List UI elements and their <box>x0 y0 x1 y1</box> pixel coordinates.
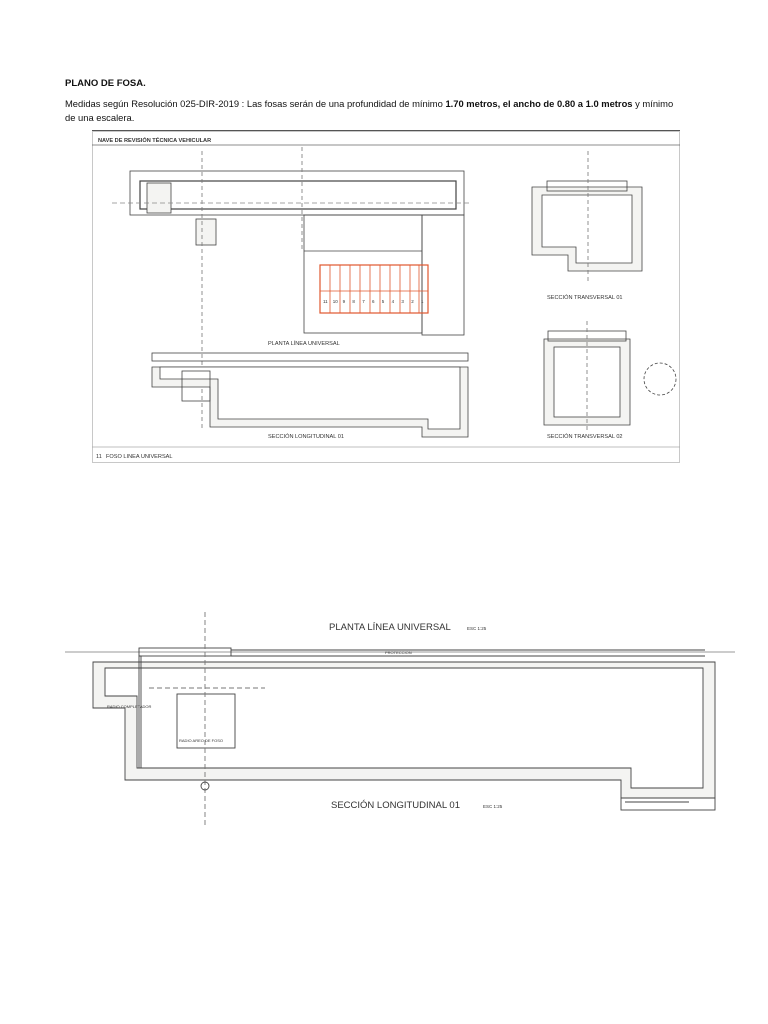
stair-number: 10 <box>333 299 339 304</box>
document-title: PLANO DE FOSA. <box>65 78 146 89</box>
stair-number: 6 <box>372 299 375 304</box>
label-foso: RADIO AREO DE FOSO <box>179 738 223 743</box>
stair-number: 7 <box>362 299 365 304</box>
sheet-trans-section-1: SECCIÓN TRANSVERSAL 01 <box>547 294 623 301</box>
stair-number: 3 <box>401 299 404 304</box>
stair-number: 4 <box>392 299 395 304</box>
stair-number: 1 <box>421 299 424 304</box>
document-paragraph: Medidas según Resolución 025-DIR-2019 : … <box>65 97 685 125</box>
stair-number: 9 <box>343 299 346 304</box>
plan-sheet-image: NAVE DE REVISIÓN TÉCNICA VEHICULAR PLANT… <box>92 130 680 463</box>
stair-number: 5 <box>382 299 385 304</box>
detail-plan-scale: ESC 1:25 <box>467 626 487 631</box>
stair-number: 8 <box>352 299 355 304</box>
paragraph-text-2: y mínimo de una escalera. <box>65 98 674 123</box>
detail-section-scale: ESC 1:25 <box>483 804 503 809</box>
paragraph-text-1: Medidas según Resolución 025-DIR-2019 : … <box>65 98 446 109</box>
sheet-trans-section-2: SECCIÓN TRANSVERSAL 02 <box>547 433 623 440</box>
sheet-plan-title: PLANTA LÍNEA UNIVERSAL <box>268 340 340 347</box>
sheet-footer-number: 11 <box>96 454 102 460</box>
section-detail-drawing: PLANTA LÍNEA UNIVERSAL ESC 1:25 SECCIÓN … <box>65 612 735 828</box>
section-detail-image: PLANTA LÍNEA UNIVERSAL ESC 1:25 SECCIÓN … <box>65 612 735 828</box>
sheet-header: NAVE DE REVISIÓN TÉCNICA VEHICULAR <box>98 136 211 144</box>
stair-number: 2 <box>411 299 414 304</box>
sheet-long-section-title: SECCIÓN LONGITUDINAL 01 <box>268 433 344 440</box>
paragraph-bold: 1.70 metros, el ancho de 0.80 a 1.0 metr… <box>445 98 633 109</box>
plan-sheet-drawing: NAVE DE REVISIÓN TÉCNICA VEHICULAR PLANT… <box>92 131 680 463</box>
detail-plan-title: PLANTA LÍNEA UNIVERSAL <box>329 622 451 633</box>
stair-number: 11 <box>323 299 328 304</box>
label-proteccion: PROTECCION <box>385 650 412 655</box>
detail-section-title: SECCIÓN LONGITUDINAL 01 <box>331 800 460 811</box>
sheet-footer: FOSO LINEA UNIVERSAL <box>106 454 173 460</box>
label-completador: RADIO COMPLETADOR <box>107 704 151 709</box>
